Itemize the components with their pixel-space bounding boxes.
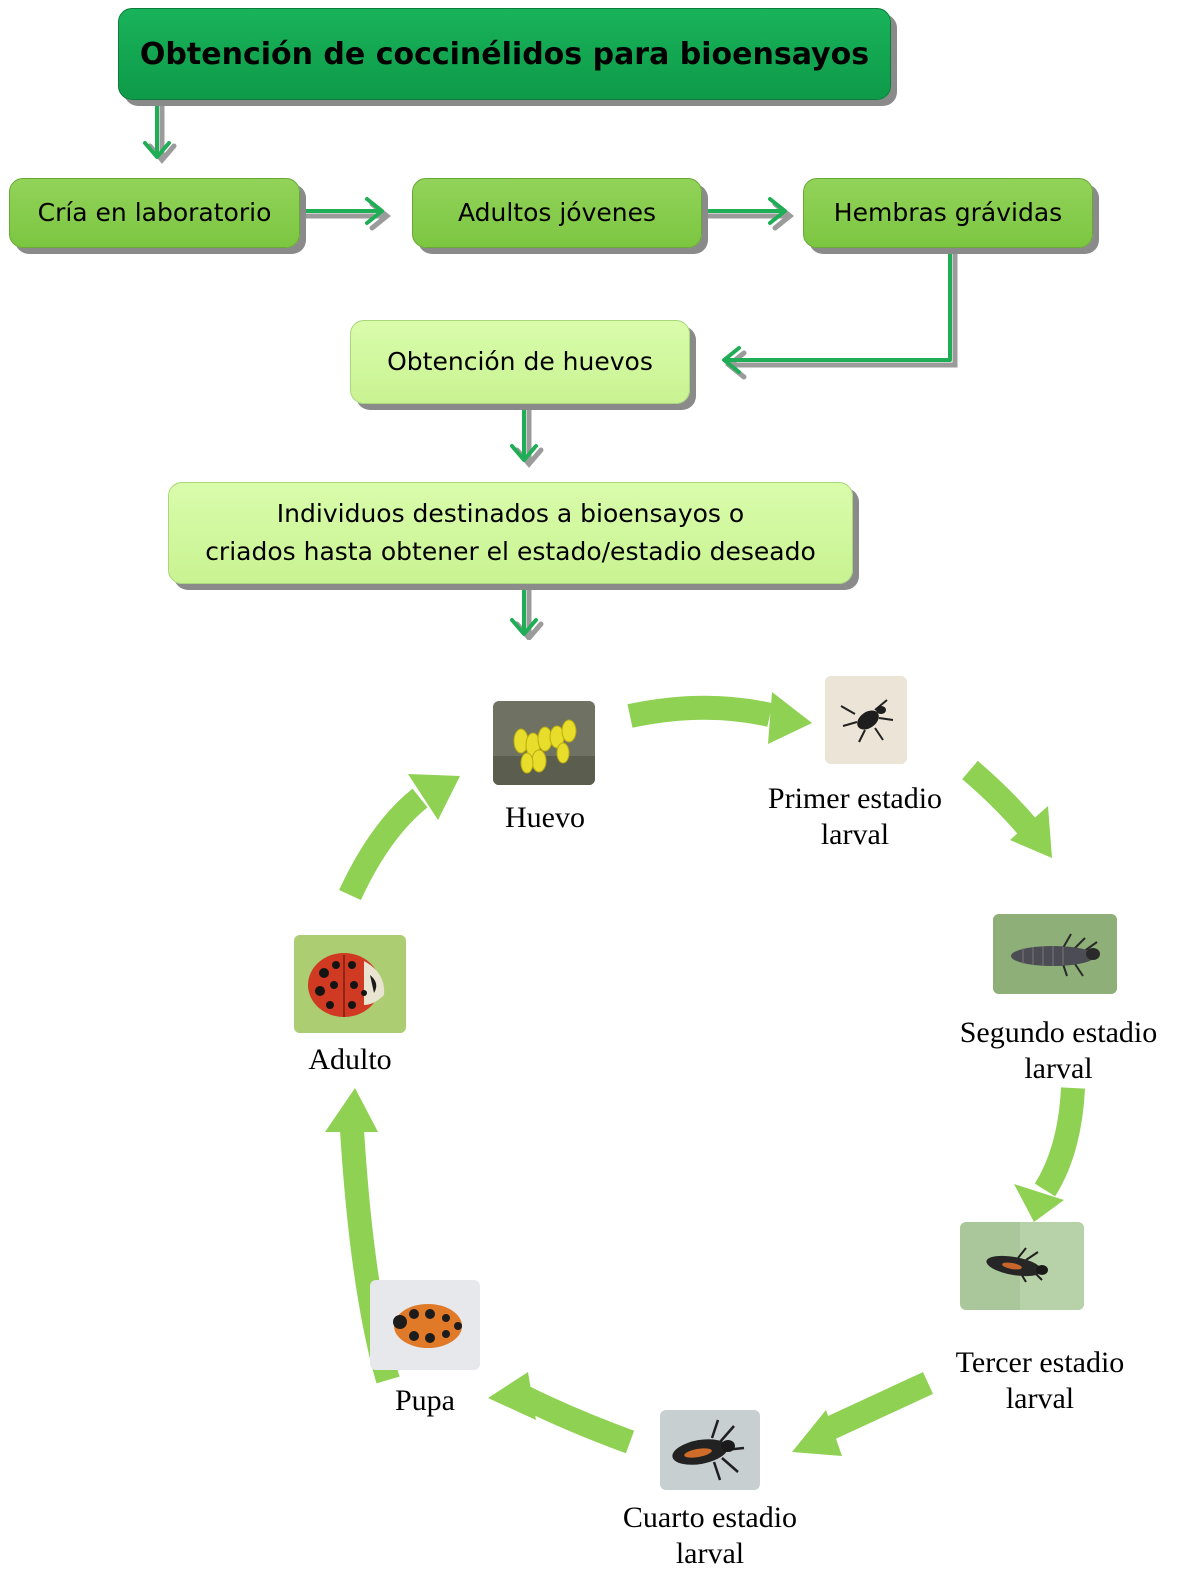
- tercer-estadio-line2: larval: [1005, 1382, 1075, 1415]
- tercer-estadio-line1: Tercer estadio: [955, 1346, 1125, 1379]
- primer-estadio-line2: larval: [820, 818, 890, 851]
- arrow-hembras-to-huevos: [723, 244, 952, 362]
- tercer-estadio-photo: [960, 1222, 1084, 1310]
- primer-estadio-label: Primer estadio larval: [735, 781, 975, 853]
- pupa-label-text: Pupa: [395, 1384, 455, 1417]
- individuos-label-line1: Individuos destinados a bioensayos o: [276, 499, 745, 528]
- huevo-label: Huevo: [470, 800, 620, 836]
- adulto-label-text: Adulto: [308, 1043, 392, 1076]
- cuarto-estadio-line1: Cuarto estadio: [622, 1501, 798, 1534]
- adulto-label: Adulto: [275, 1042, 425, 1078]
- primer-estadio-photo: [825, 676, 907, 764]
- segundo-estadio-line1: Segundo estadio: [959, 1016, 1158, 1049]
- pupa-photo: [370, 1280, 480, 1370]
- adultos-jovenes-box: Adultos jóvenes: [412, 178, 702, 248]
- obtencion-huevos-label: Obtención de huevos: [387, 347, 653, 376]
- huevo-photo: [493, 701, 595, 785]
- cycle-arrow-huevo-to-primer: [627, 695, 773, 728]
- individuos-label-line2: criados hasta obtener el estado/estadio …: [205, 537, 816, 566]
- title-box: Obtención de coccinélidos para bioensayo…: [118, 8, 891, 100]
- cuarto-estadio-line2: larval: [675, 1537, 745, 1570]
- pupa-label: Pupa: [350, 1383, 500, 1419]
- hembras-gravidas-box: Hembras grávidas: [803, 178, 1093, 248]
- segundo-estadio-line2: larval: [1024, 1052, 1093, 1085]
- cycle-arrow-adulto-to-huevo: [339, 788, 428, 901]
- cycle-arrow-cuarto-to-pupa: [516, 1385, 635, 1454]
- hembras-gravidas-label: Hembras grávidas: [833, 198, 1063, 227]
- tercer-estadio-label: Tercer estadio larval: [925, 1345, 1155, 1417]
- segundo-estadio-photo: [993, 914, 1117, 994]
- cycle-arrow-tercer-to-cuarto: [817, 1372, 934, 1443]
- cuarto-estadio-label: Cuarto estadio larval: [590, 1500, 830, 1572]
- cria-box: Cría en laboratorio: [9, 178, 300, 248]
- huevo-label-text: Huevo: [505, 801, 585, 834]
- obtencion-huevos-box: Obtención de huevos: [350, 320, 690, 404]
- segundo-estadio-label: Segundo estadio larval: [940, 1015, 1177, 1087]
- flowchart-connectors: [143, 98, 958, 640]
- adultos-jovenes-label: Adultos jóvenes: [457, 198, 657, 227]
- cycle-arrow-primer-to-segundo: [962, 760, 1040, 838]
- cuarto-estadio-photo: [660, 1410, 760, 1490]
- cycle-arrow-segundo-to-tercer: [1034, 1087, 1085, 1197]
- adulto-photo: [294, 935, 406, 1033]
- cria-label: Cría en laboratorio: [37, 198, 272, 227]
- primer-estadio-line1: Primer estadio: [767, 782, 943, 815]
- individuos-box: Individuos destinados a bioensayos o cri…: [168, 482, 853, 584]
- title-text: Obtención de coccinélidos para bioensayo…: [139, 36, 870, 72]
